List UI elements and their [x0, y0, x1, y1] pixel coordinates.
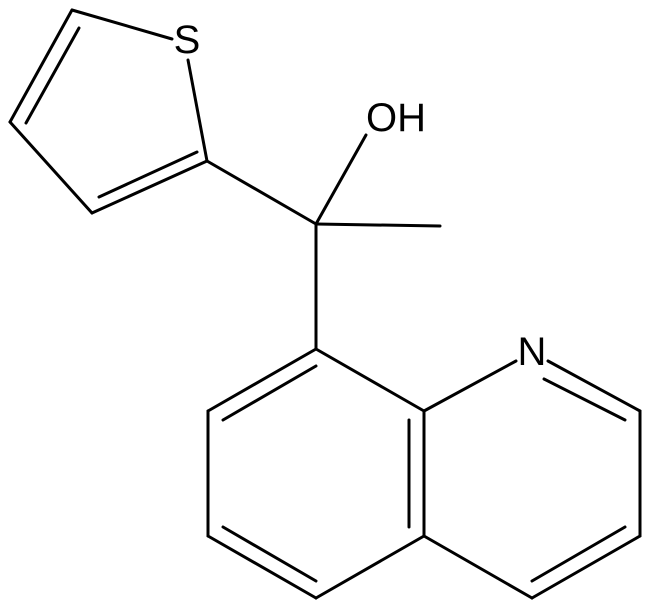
bond-c5-c4a — [314, 534, 426, 600]
bond-c8a-n — [422, 359, 518, 413]
hydroxyl-group-label: OH — [366, 96, 426, 140]
bond-n-c2-inner — [542, 377, 627, 422]
bond-c5-c4-inner — [24, 26, 81, 125]
bond-c3-c2 — [90, 159, 209, 215]
bond-c3-c2-inner — [97, 150, 199, 199]
sulfur-atom-label: S — [174, 18, 201, 62]
bond-c5-c4 — [8, 8, 74, 124]
bond-c4-c3 — [8, 120, 94, 215]
bond-c-methyl — [314, 222, 442, 228]
bond-c4-c4a — [422, 534, 534, 600]
central-carbon-bonds — [205, 133, 442, 351]
bond-c8-c7 — [206, 347, 318, 413]
bond-c-oh — [314, 133, 368, 226]
bond-c8-c8a — [314, 347, 426, 413]
nitrogen-atom-label: N — [518, 330, 547, 374]
thiophene-ring — [8, 8, 209, 215]
quinoline-pyridine-ring — [422, 359, 642, 600]
bond-s-c2 — [186, 58, 209, 163]
quinoline-benzo-ring — [206, 347, 426, 600]
bond-c3-c4-inner — [530, 525, 627, 583]
bond-c3-c4 — [530, 534, 642, 600]
bond-c6-c5-inner — [221, 525, 318, 583]
bond-c6-c5 — [206, 534, 318, 600]
bond-s-c5 — [70, 8, 174, 41]
bond-c8-c7-inner — [221, 364, 318, 422]
bond-n-c2 — [546, 359, 642, 413]
bond-thienyl-c — [205, 159, 318, 226]
